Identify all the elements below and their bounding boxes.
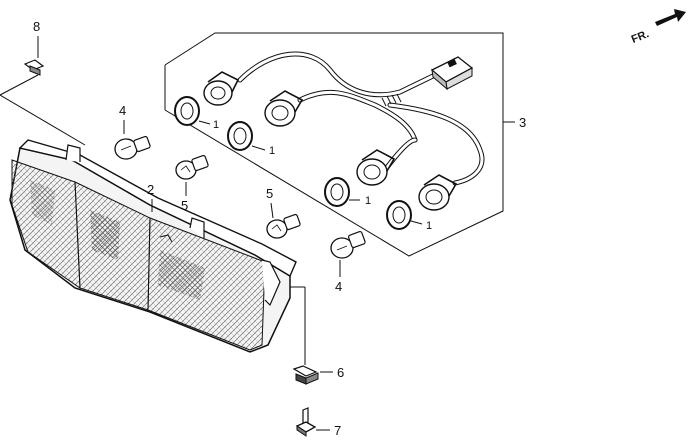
callout-2: 2	[147, 182, 154, 197]
bulb-left-lower: 5	[175, 154, 209, 213]
socket-top-left	[203, 71, 240, 106]
callout-4b: 4	[335, 279, 342, 294]
screw-bottom: 7	[295, 407, 341, 438]
bulb-left-upper: 4	[114, 103, 151, 160]
harness-connector	[430, 56, 474, 91]
harness-bracket: 3	[164, 32, 526, 257]
callout-5b: 5	[266, 186, 273, 201]
arrow-right-icon	[655, 9, 686, 26]
socket-lower-mid	[356, 149, 396, 186]
screw-top: 8	[0, 19, 86, 146]
wire-harness	[237, 51, 485, 186]
callout-1c: 1	[365, 195, 371, 207]
callout-3: 3	[519, 115, 526, 130]
callout-1b: 1	[269, 145, 275, 157]
socket-top-mid	[264, 90, 304, 127]
callout-1a: 1	[213, 119, 219, 131]
callout-4a: 4	[119, 103, 126, 118]
callout-8: 8	[33, 19, 40, 34]
clip-nut: 6	[292, 365, 344, 385]
gasket-2: 1	[227, 121, 275, 157]
fr-label: FR.	[630, 28, 651, 46]
socket-lower-right	[418, 174, 458, 211]
gasket-1: 1	[174, 96, 219, 131]
callout-1d: 1	[426, 220, 432, 232]
callout-7: 7	[334, 423, 341, 438]
front-direction-indicator: FR.	[630, 9, 686, 46]
callout-6: 6	[337, 365, 344, 380]
taillight-lens: 2	[9, 139, 297, 353]
bulb-right: 4	[330, 230, 366, 294]
callout-5a: 5	[181, 198, 188, 213]
gasket-4: 1	[386, 200, 432, 232]
gasket-3: 1	[324, 177, 371, 207]
bulb-middle: 5	[266, 186, 301, 239]
